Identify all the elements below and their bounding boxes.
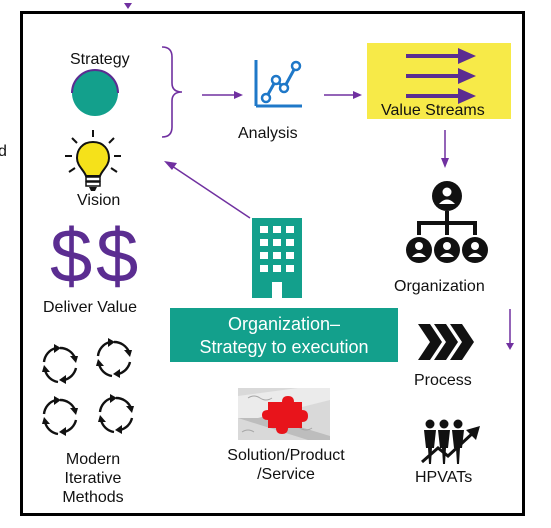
process-chevrons-icon — [418, 324, 474, 360]
org-chart-icon — [406, 181, 488, 263]
deliver-value-label: Deliver Value — [43, 299, 137, 316]
center-line2: Strategy to execution — [199, 337, 369, 357]
svg-text:$: $ — [96, 214, 138, 292]
organization-label: Organization — [394, 278, 485, 295]
methods-line3: Methods — [62, 489, 124, 506]
analysis-chart-icon — [254, 60, 302, 108]
iterative-cycles-icon — [40, 338, 136, 438]
svg-text:$: $ — [50, 214, 92, 292]
arrow-to-organization — [441, 130, 449, 168]
solution-line1: Solution/Product — [227, 447, 345, 464]
process-label: Process — [414, 372, 472, 389]
solution-line2: /Service — [257, 466, 315, 483]
methods-line1: Modern — [65, 451, 121, 468]
arrow-to-vision — [164, 161, 251, 219]
vision-label: Vision — [77, 192, 121, 209]
top-arrow-tip — [124, 3, 132, 9]
methods-line2: Iterative — [64, 470, 122, 487]
strategy-label: Strategy — [70, 51, 130, 68]
building-icon — [252, 218, 302, 298]
arrow-to-analysis — [202, 91, 243, 99]
grouping-brace — [161, 46, 183, 138]
dollar-signs-icon: $ $ — [50, 214, 138, 292]
edge-text-fragment: d — [0, 143, 7, 160]
diagram-frame — [20, 11, 525, 516]
strategy-circle-icon — [71, 69, 119, 116]
analysis-label: Analysis — [238, 125, 298, 142]
lightbulb-icon — [65, 130, 121, 191]
value-streams-label: Value Streams — [381, 102, 485, 119]
right-edge-arrow — [506, 309, 514, 350]
value-streams-arrows-icon — [406, 48, 476, 104]
arrow-to-value-streams — [324, 91, 362, 99]
center-strategy-box — [170, 308, 398, 362]
hpvats-label: HPVATs — [415, 469, 473, 486]
center-line1: Organization– — [227, 314, 341, 334]
hpvats-team-growth-icon — [421, 419, 480, 464]
puzzle-solution-image — [238, 388, 330, 440]
